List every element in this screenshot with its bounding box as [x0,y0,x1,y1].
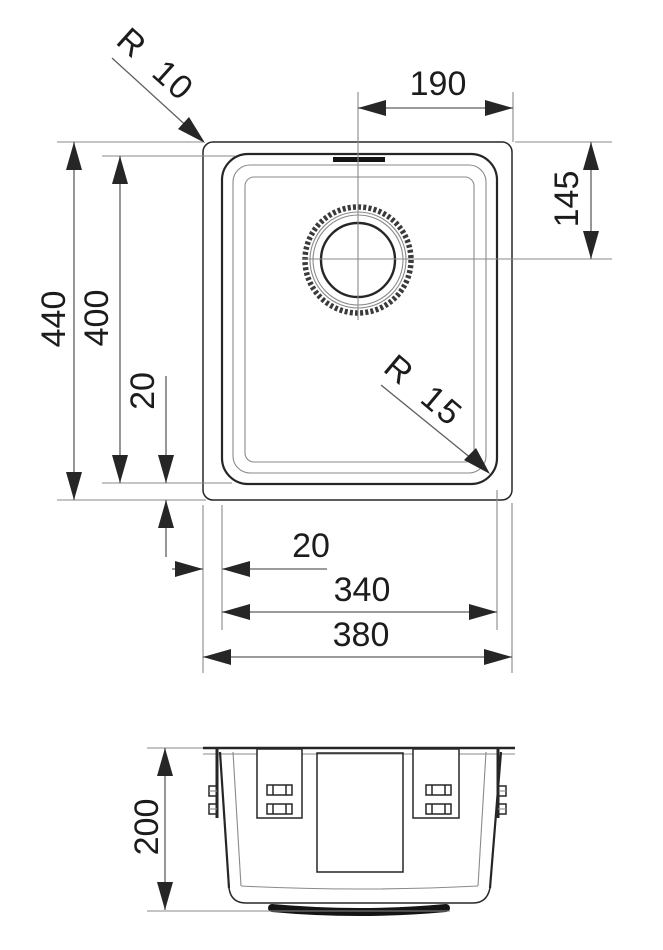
drain-housing-outline [316,752,404,873]
dim400-label: 400 [78,290,116,347]
dim440-label: 440 [35,291,73,348]
drain [302,92,612,320]
dimension-145: 145 [515,141,612,259]
dimension-190: 190 [358,65,514,142]
bowl-bottom-outer-line [228,887,491,904]
dimension-200: 200 [128,747,450,912]
dimension-20-vertical: 20 [124,372,174,557]
dim190-label: 190 [410,65,467,103]
dim200-label: 200 [128,799,166,856]
top-view: R 10 R 15 190 145 [35,21,612,673]
bowl-radius-line-1 [232,164,487,474]
dim20v-label: 20 [124,372,162,410]
dim145-label: 145 [548,171,586,228]
dim340-arrow-left [222,604,250,620]
dim200-arrow-up [157,748,173,776]
overflow-mark [333,157,385,162]
dim440-arrow-down [66,472,82,500]
left-mounting-bracket [256,748,303,819]
dimension-corner-radius-r10: R 10 [109,21,205,143]
dim20v-arrow-up [158,500,174,528]
dim400-arrow-up [112,156,128,184]
dim200-arrow-down [157,882,173,910]
right-mounting-bracket [412,748,460,819]
dimension-20-horizontal: 20 [172,505,330,582]
r15-arrowhead [464,448,490,474]
bowl-radius-line-2 [244,176,475,463]
r10-arrowhead [178,117,205,143]
dim20h-arrow-right [175,561,203,577]
dim190-arrow-left [358,100,386,116]
dim340-arrow-right [469,604,497,620]
dim145-arrow-down [583,231,599,259]
dimension-bowl-radius-r15: R 15 [377,347,490,474]
r15-label: R 15 [377,347,470,434]
r10-label: R 10 [109,21,201,109]
right-bracket-slot-bottom [425,803,452,815]
dim190-arrow-right [485,100,513,116]
bowl-bottom-inner-line [240,885,479,890]
bowl-wall-right-inner [477,751,487,887]
dim145-arrow-up [583,142,599,170]
dim380-arrow-right [484,649,512,665]
dimension-440: 440 [35,141,206,501]
dimension-380: 380 [202,503,513,673]
dimension-400: 400 [78,155,235,484]
drain-hatched-ring [302,204,414,316]
dim20h-label: 20 [292,527,330,565]
dim20v-arrow-down [158,455,174,483]
bowl-wall-right-outer [488,751,503,889]
dim380-label: 380 [333,616,390,654]
left-bracket-slot-top [266,784,293,796]
side-view: 200 [128,746,515,916]
bowl-outer-edge [220,152,499,486]
dim440-arrow-up [66,142,82,170]
right-bracket-slot-top [425,784,452,796]
left-bracket-slot-bottom [266,803,293,815]
dim340-label: 340 [334,571,391,609]
dim20h-arrow-left [222,561,250,577]
bowl-wall-left-outer [218,751,231,889]
drain-bottom-band [268,904,450,916]
dimension-340: 340 [221,490,498,630]
bowl-wall-left-inner [232,751,242,887]
dim400-arrow-down [112,455,128,483]
dim380-arrow-left [203,649,231,665]
